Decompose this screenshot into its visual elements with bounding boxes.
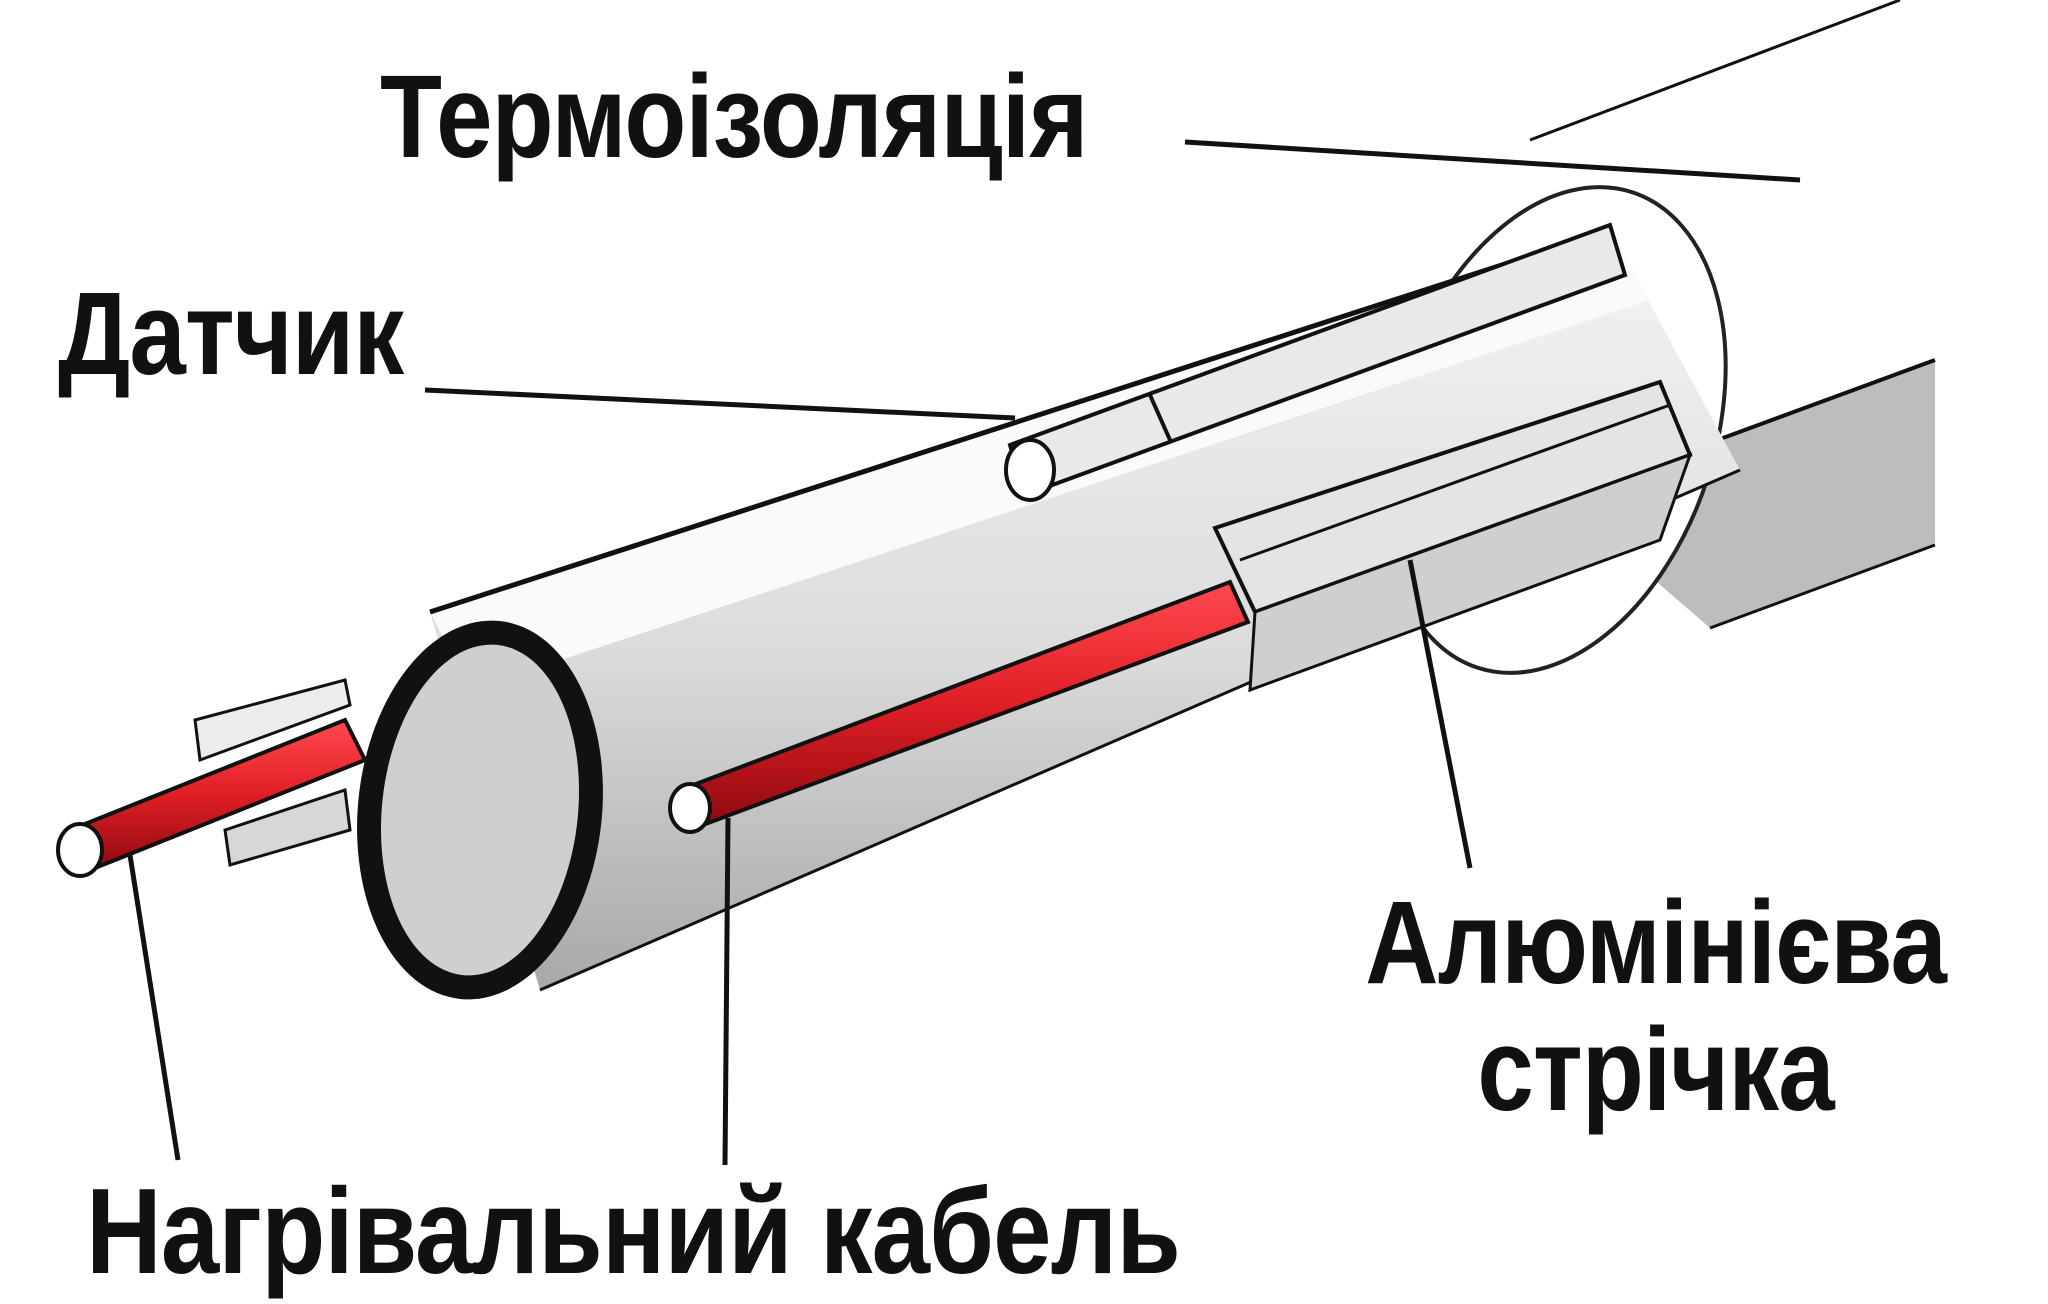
cable-leader-left xyxy=(127,854,181,1161)
label-aluminium-foil: Алюмінієва стрічка xyxy=(1365,877,1947,1137)
insulation-leader-top xyxy=(1529,0,1901,142)
cable-leader-right xyxy=(722,817,731,1166)
foil-leader xyxy=(1407,559,1473,869)
pipe-open-end xyxy=(357,620,603,1000)
heating-cable-end xyxy=(56,678,368,878)
sensor-leader xyxy=(424,387,1016,421)
label-insulation: Термоізоляція xyxy=(380,51,1088,183)
label-aluminium-foil-line2: стрічка xyxy=(1477,1004,1834,1137)
insulation-leader xyxy=(1184,139,1801,183)
label-aluminium-foil-line1: Алюмінієва xyxy=(1365,877,1947,1009)
label-sensor: Датчик xyxy=(58,268,404,400)
sensor-probe xyxy=(1004,222,1628,502)
heating-cable-on-pipe xyxy=(668,579,1251,834)
callout-lines xyxy=(127,0,1901,1166)
label-heating-cable: Нагрівальний кабель xyxy=(86,1163,1181,1299)
aluminium-foil-strip xyxy=(1212,379,1693,693)
